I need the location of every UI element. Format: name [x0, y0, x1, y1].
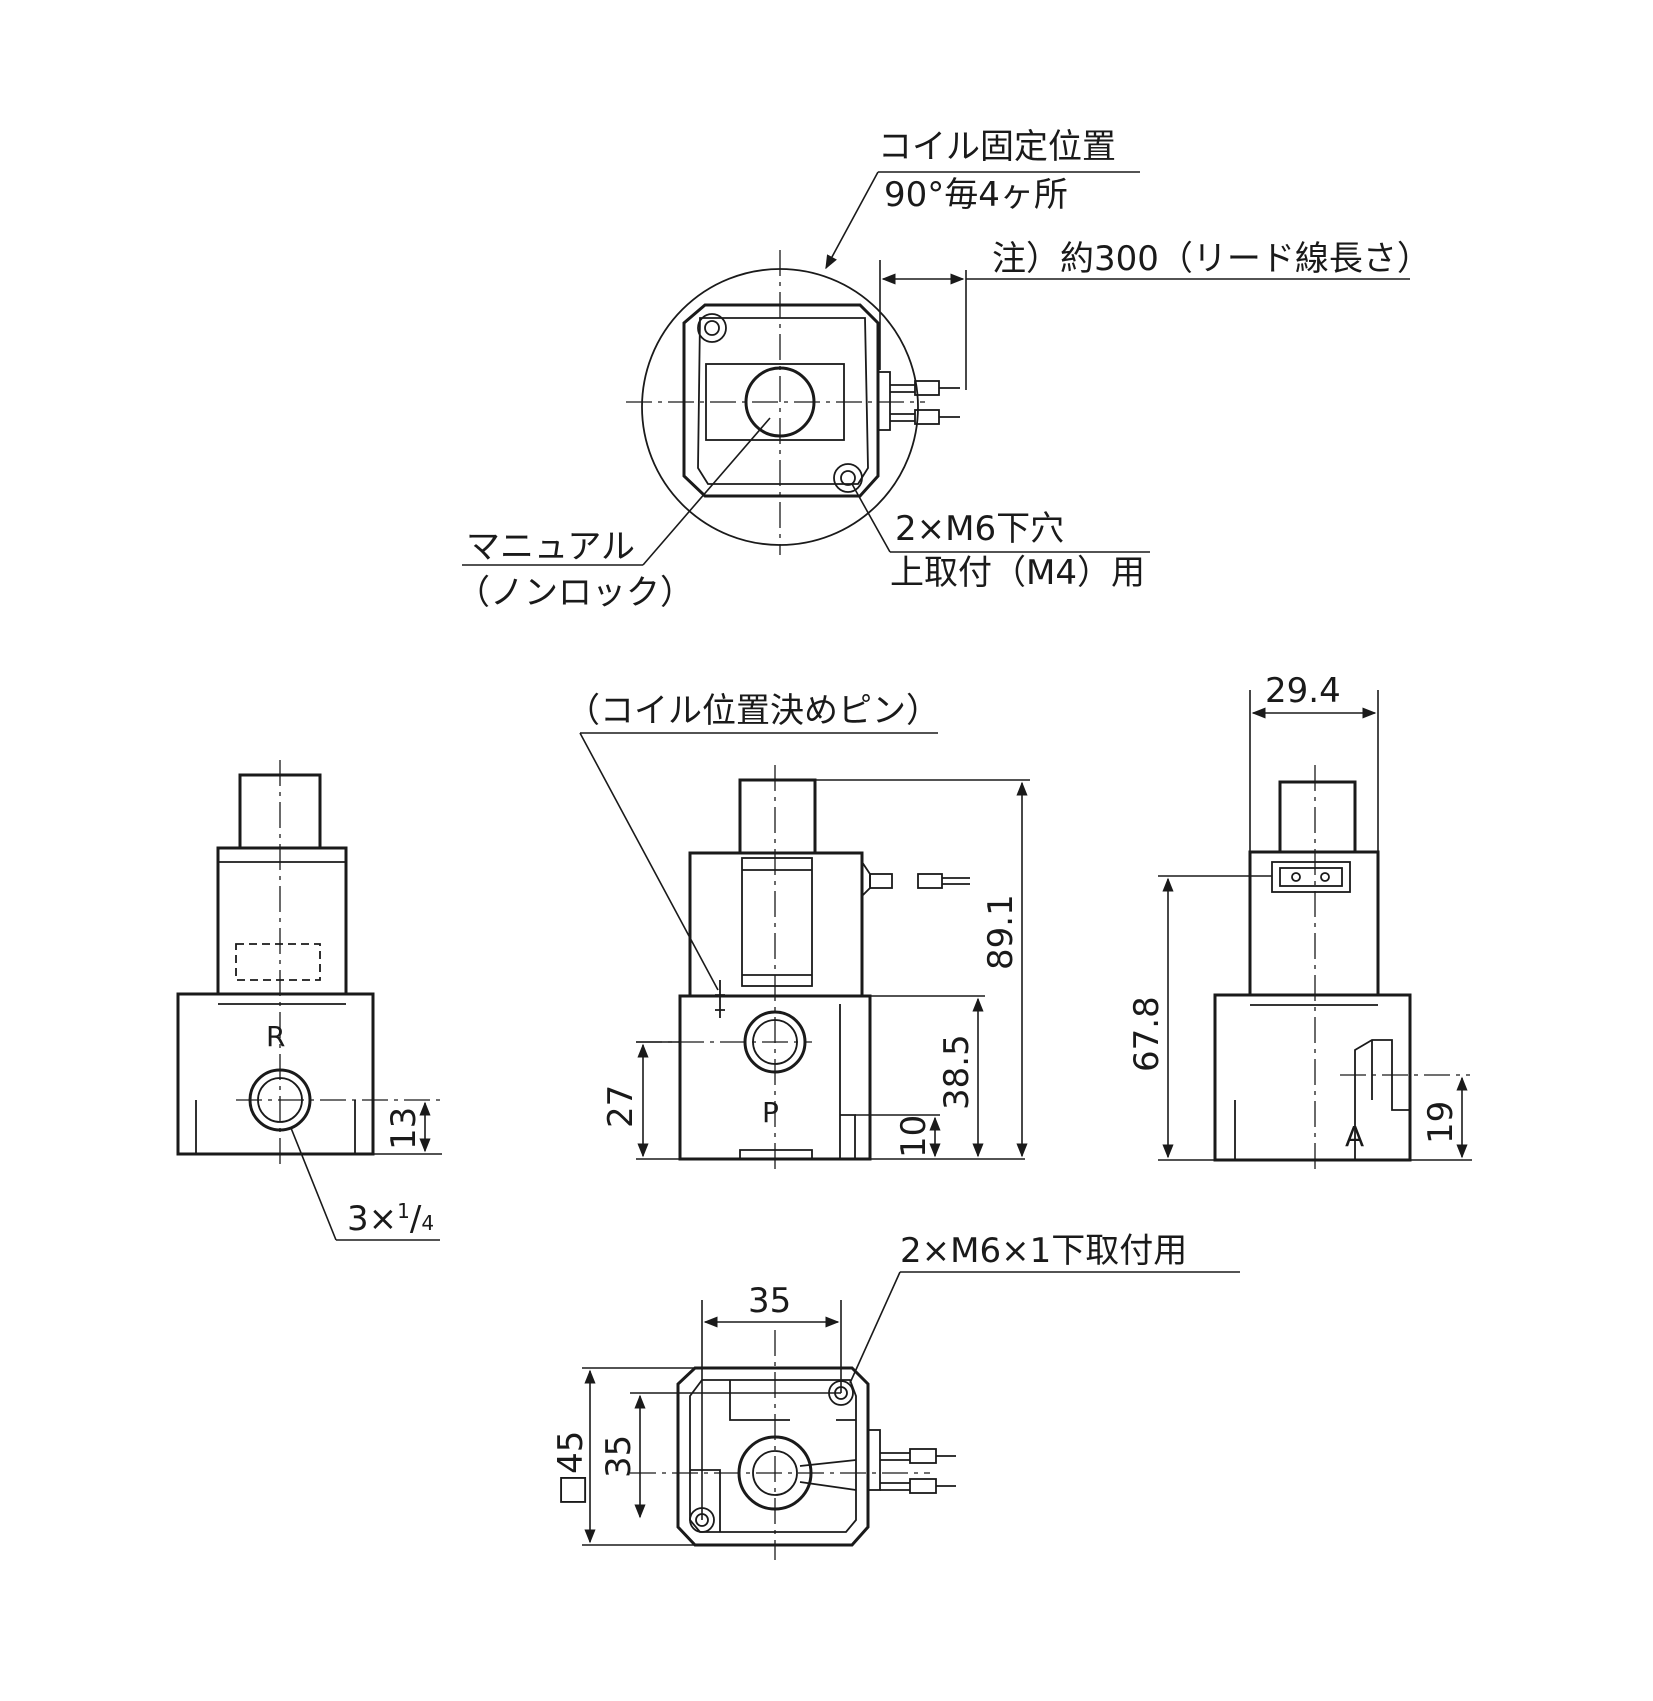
- right-coil: [1248, 850, 1380, 997]
- front-center-view: P （コイル位置決めピン） 27 10 38.5 89.1: [566, 691, 1030, 1170]
- manual-nonlock-label: （ノンロック）: [456, 573, 694, 613]
- dim-29-4: 29.4: [1265, 671, 1341, 711]
- positioning-pin-label: （コイル位置決めピン）: [566, 691, 940, 731]
- bottom-center-port-inner: [752, 1450, 798, 1496]
- side-right-view: A 29.4 67.8 19: [1127, 671, 1472, 1170]
- mount-hole-top-left: [697, 313, 727, 343]
- coil-position-interval: 90°毎4ヶ所: [884, 175, 1068, 215]
- center-coil-window: [741, 857, 813, 987]
- dim-38-5: 38.5: [937, 1034, 977, 1110]
- front-left-view: R 13 3×1/4: [176, 760, 442, 1241]
- left-coil: [216, 846, 348, 996]
- mount-hole-bottom-right: [833, 463, 863, 493]
- left-body: [176, 992, 375, 1156]
- port-p-label: P: [762, 1096, 779, 1129]
- dim-35-vertical: 35: [599, 1435, 639, 1478]
- manual-label: マニュアル: [466, 527, 635, 567]
- mount-hole-top-left-inner: [704, 320, 720, 336]
- dim-19: 19: [1421, 1101, 1461, 1144]
- port-a-profile: [1354, 1039, 1410, 1160]
- lead-length-note: 注）約300（リード線長さ）: [992, 239, 1431, 279]
- right-armature-tube: [1278, 780, 1357, 854]
- mount-hole-bottom-right-inner: [840, 470, 856, 486]
- port-r-label: R: [266, 1020, 285, 1053]
- lead-wires-top: [877, 371, 960, 431]
- dim-35-horizontal: 35: [748, 1281, 791, 1321]
- bottom-mount-label: 2×M6×1下取付用: [900, 1231, 1187, 1271]
- dim-square-45: □45: [551, 1431, 591, 1506]
- dim-67-8: 67.8: [1127, 996, 1167, 1072]
- right-body: [1213, 993, 1412, 1162]
- left-coil-hidden-window: [235, 943, 321, 981]
- pilot-hole-label: 2×M6下穴: [895, 509, 1064, 549]
- dim-89-1: 89.1: [981, 894, 1021, 970]
- port-a-label: A: [1345, 1120, 1364, 1153]
- coil-inner-outline: [697, 317, 869, 485]
- coil-window: [705, 363, 845, 441]
- top-view: 注）約300（リード線長さ） コイル固定位置 90°毎4ヶ所 マニュアル （ノン…: [456, 127, 1431, 613]
- right-connector-block: [1271, 861, 1351, 893]
- manual-override-circle: [744, 366, 816, 438]
- bottom-view: 35 □45 35 2×M6×1下取付用: [551, 1231, 1240, 1560]
- dim-10: 10: [894, 1115, 934, 1158]
- dim-27: 27: [601, 1085, 641, 1128]
- coil-body-outline: [682, 303, 880, 498]
- port-size-label: 3×1/4: [347, 1199, 434, 1239]
- lead-wires-bottom: [867, 1429, 956, 1494]
- coil-positioning-pin: [715, 980, 725, 1018]
- center-armature-tube: [738, 778, 817, 855]
- dim-13: 13: [384, 1107, 424, 1150]
- coil-position-label: コイル固定位置: [878, 127, 1116, 167]
- bottom-body-outline: [676, 1366, 870, 1547]
- top-mount-label: 上取付（M4）用: [890, 553, 1145, 593]
